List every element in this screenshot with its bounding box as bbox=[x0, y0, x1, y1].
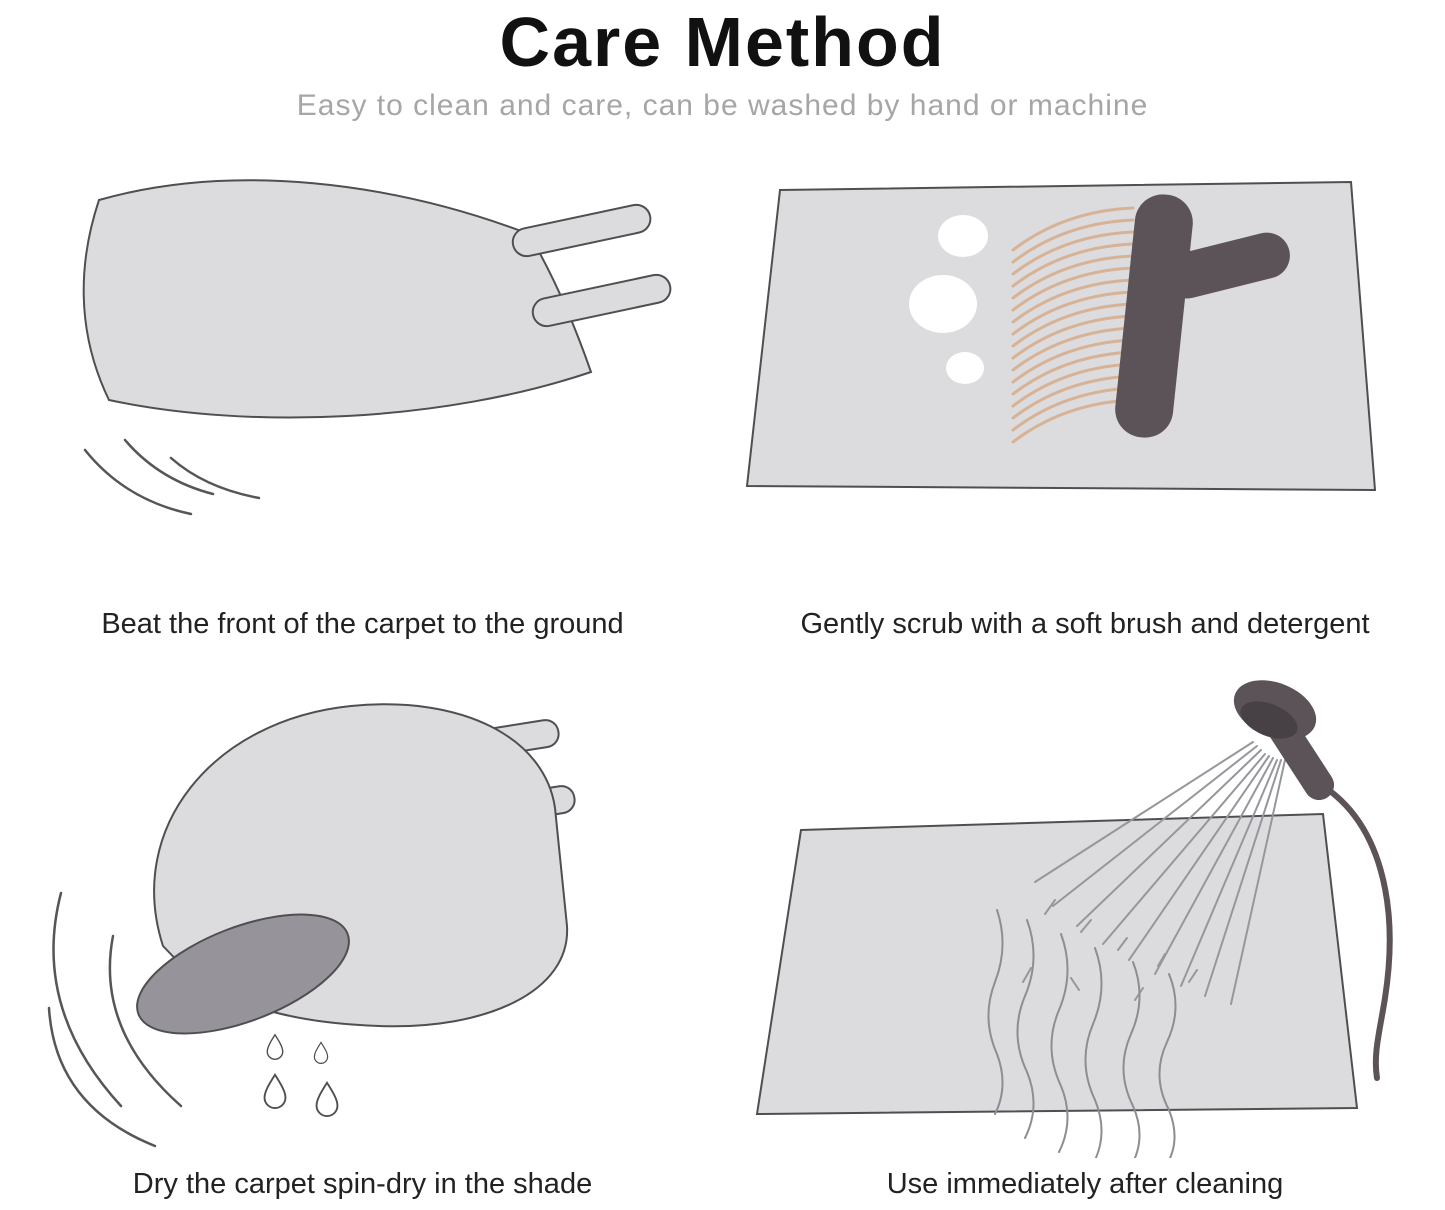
brush-scrub-icon bbox=[745, 180, 1377, 492]
brush-icon bbox=[1115, 194, 1290, 438]
step-caption: Dry the carpet spin-dry in the shade bbox=[132, 1168, 593, 1200]
motion-lines-icon bbox=[47, 891, 182, 1148]
page-subtitle: Easy to clean and care, can be washed by… bbox=[296, 89, 1149, 122]
step-spin-dry: Dry the carpet spin-dry in the shade bbox=[10, 678, 715, 1201]
foam-icon bbox=[909, 215, 988, 384]
step-brush-scrub: Gently scrub with a soft brush and deter… bbox=[735, 168, 1435, 641]
brush-handle-icon bbox=[1164, 232, 1290, 299]
carpet-icon bbox=[755, 812, 1359, 1116]
step-shower-rinse: Use immediately after cleaning bbox=[735, 668, 1435, 1201]
shower-face-icon bbox=[1240, 701, 1298, 739]
water-drops-icon bbox=[263, 1034, 338, 1118]
motion-lines-icon bbox=[83, 438, 260, 516]
brush-head-icon bbox=[1115, 194, 1193, 438]
header: Care Method Easy to clean and care, can … bbox=[0, 0, 1445, 123]
carpet-roll-icon bbox=[135, 703, 576, 1035]
shower-head-icon bbox=[1233, 680, 1393, 1081]
carpet-handle-icon bbox=[511, 203, 651, 258]
spin-dry-icon bbox=[47, 703, 576, 1148]
carpet-beating-icon bbox=[82, 179, 671, 516]
carpet-handle-icon bbox=[531, 273, 671, 328]
water-flow-icon bbox=[987, 909, 1177, 1158]
step-caption: Gently scrub with a soft brush and deter… bbox=[800, 608, 1370, 640]
spray-lines-icon bbox=[1022, 741, 1286, 1005]
roll-end-icon bbox=[135, 913, 350, 1035]
step-caption: Beat the front of the carpet to the grou… bbox=[101, 608, 624, 640]
carpet-icon bbox=[82, 179, 671, 419]
shower-rinse-icon bbox=[755, 680, 1393, 1158]
step-beat-carpet: Beat the front of the carpet to the grou… bbox=[10, 168, 715, 641]
step-caption: Use immediately after cleaning bbox=[886, 1168, 1284, 1200]
carpet-icon bbox=[745, 180, 1377, 492]
brush-bristles-icon bbox=[1011, 206, 1135, 444]
page-title: Care Method bbox=[499, 3, 946, 81]
